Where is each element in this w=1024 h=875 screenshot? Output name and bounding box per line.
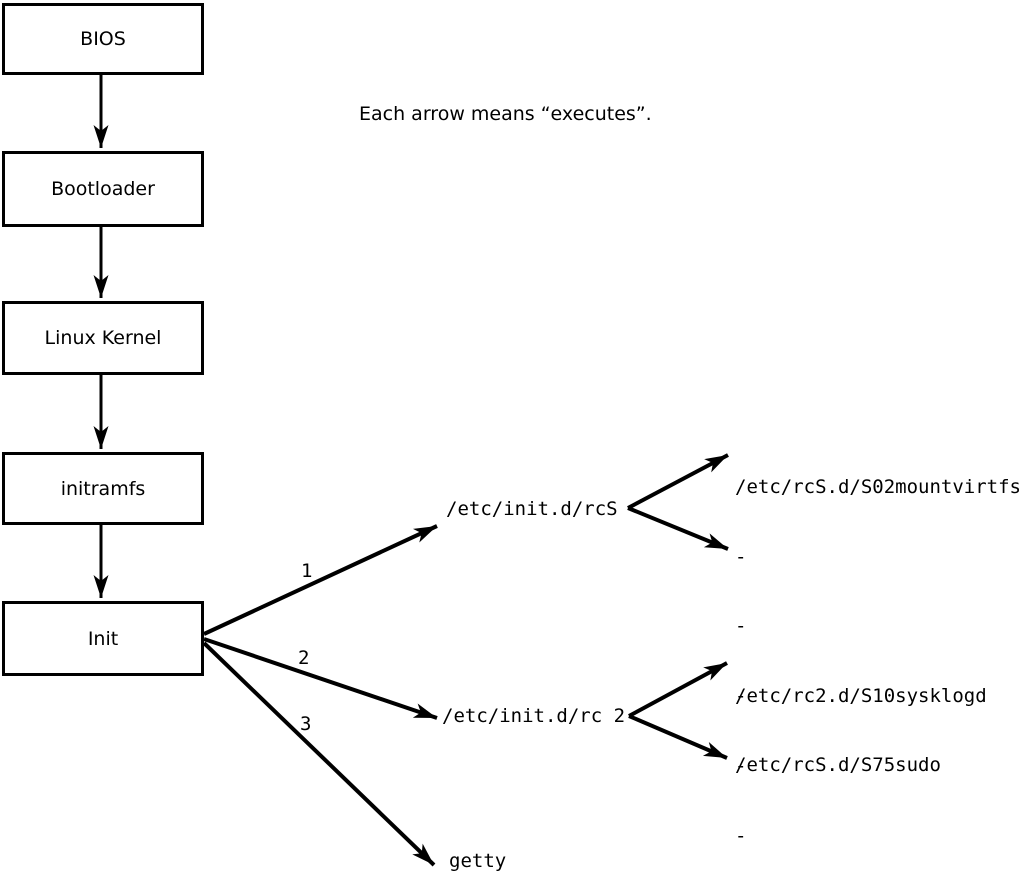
arrow-init-rc2 xyxy=(203,637,438,720)
box-linux-kernel-label: Linux Kernel xyxy=(44,327,162,349)
rcs-child-s02mountvirtfs: /etc/rcS.d/S02mountvirtfs xyxy=(735,476,1021,498)
arrow-rc2-s99gdm xyxy=(628,714,728,760)
box-bios-label: BIOS xyxy=(80,28,126,50)
rc2-children-list: /etc/rc2.d/S10sysklogd - - - /etc/rc2.d/… xyxy=(735,639,987,875)
box-bios: BIOS xyxy=(2,3,204,75)
rc2-child-ellipsis-2: - xyxy=(735,825,747,847)
rcs-child-s75sudo: /etc/rcS.d/S75sudo xyxy=(735,754,941,776)
legend-note: Each arrow means “executes”. xyxy=(359,103,652,125)
arrow-rcs-s75sudo xyxy=(627,506,729,551)
box-init-label: Init xyxy=(87,627,119,650)
box-bootloader: Bootloader xyxy=(2,151,204,227)
label-rcs: /etc/init.d/rcS xyxy=(446,498,618,520)
rcs-child-ellipsis-1: - xyxy=(735,545,747,568)
arrow-init-getty xyxy=(202,641,436,867)
rcs-children-list: /etc/rcS.d/S02mountvirtfs - - - /etc/rcS… xyxy=(735,431,1021,823)
box-bootloader-label: Bootloader xyxy=(51,178,155,200)
rc2-child-ellipsis-1: - xyxy=(735,755,747,777)
branch-1-number: 1 xyxy=(301,560,313,582)
label-rc2: /etc/init.d/rc 2 xyxy=(442,705,626,727)
box-initramfs: initramfs xyxy=(2,452,204,525)
rcs-child-ellipsis-2: - xyxy=(735,615,747,637)
arrow-rcs-s02mountvirtfs xyxy=(627,453,729,510)
box-initramfs-label: initramfs xyxy=(60,477,146,500)
branch-3-number: 3 xyxy=(300,713,312,735)
label-getty: getty xyxy=(449,850,507,872)
rc2-child-s10sysklogd: /etc/rc2.d/S10sysklogd xyxy=(735,685,987,707)
branch-2-number: 2 xyxy=(298,647,310,669)
arrow-init-rcs xyxy=(203,524,438,636)
box-init: Init xyxy=(2,601,204,676)
arrow-rc2-s10sysklogd xyxy=(628,661,728,718)
box-linux-kernel: Linux Kernel xyxy=(2,301,204,375)
rcs-child-ellipsis-3: - xyxy=(735,684,747,707)
